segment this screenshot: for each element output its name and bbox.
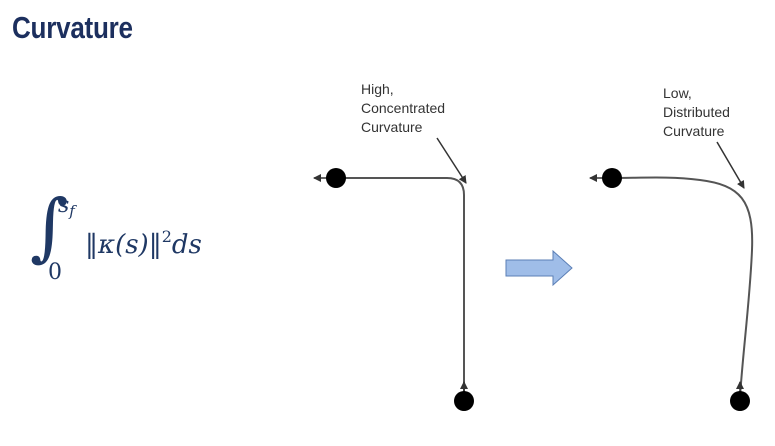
integrand: ‖κ(s)‖2ds <box>85 227 202 260</box>
concentrated-curvature-path <box>336 177 465 398</box>
upper-limit-subscript: f <box>69 202 75 220</box>
curvature-integral-formula: ∫ sf 0 ‖κ(s)‖2ds <box>30 190 250 290</box>
right-annotation-line-3: Curvature <box>663 123 725 139</box>
exponent: 2 <box>161 227 172 246</box>
page-title: Curvature <box>12 10 133 45</box>
transition-arrow-icon <box>505 249 573 287</box>
kappa-argument: (s) <box>115 230 149 260</box>
differential: ds <box>171 230 202 260</box>
right-end-node <box>602 168 622 188</box>
left-end-node <box>326 168 346 188</box>
integral-upper-limit: sf <box>58 193 75 220</box>
kappa-symbol: κ <box>98 230 116 260</box>
right-start-node <box>730 391 750 411</box>
distributed-curvature-path <box>611 176 754 399</box>
right-annotation-line-1: Low, <box>663 85 692 101</box>
left-annotation-pointer <box>436 137 467 184</box>
left-start-node <box>454 391 474 411</box>
right-annotation-line-2: Distributed <box>663 104 730 120</box>
integral-lower-limit: 0 <box>48 260 62 285</box>
left-annotation-line-3: Curvature <box>361 119 423 135</box>
norm-close: ‖ <box>148 230 162 260</box>
norm-open: ‖ <box>85 230 98 260</box>
upper-limit-base: s <box>58 193 70 218</box>
integral-sign: ∫ <box>30 184 69 270</box>
left-annotation-line-2: Concentrated <box>361 100 445 116</box>
right-annotation-pointer <box>716 141 745 189</box>
left-annotation-line-1: High, <box>361 81 394 97</box>
